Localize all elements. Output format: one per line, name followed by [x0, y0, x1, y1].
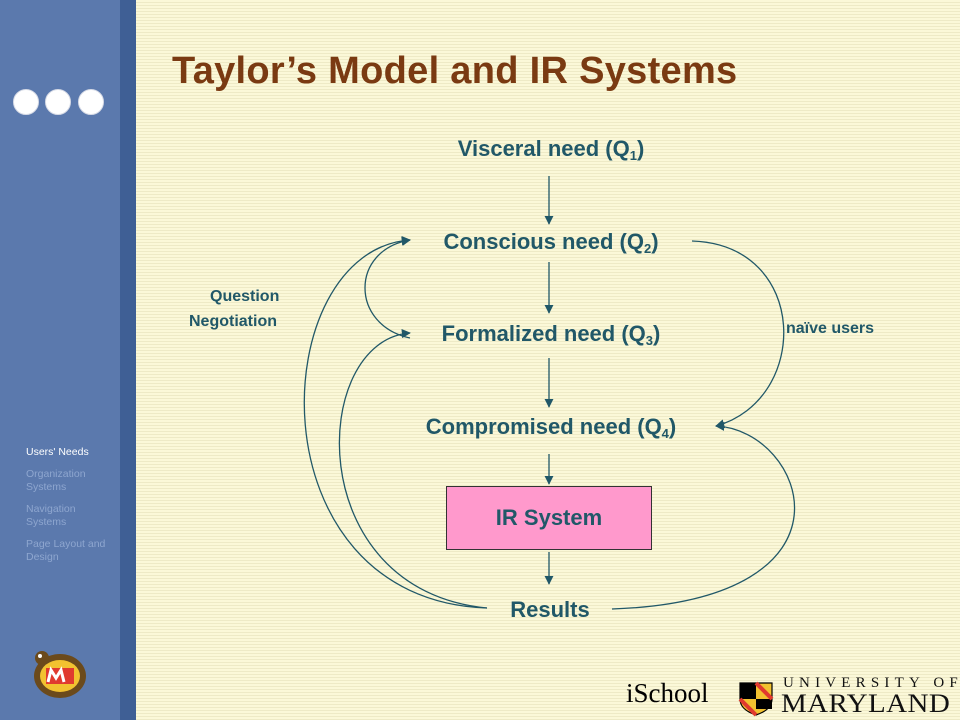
bullet-dot-1 — [13, 89, 39, 115]
label-naive-users: naïve users — [786, 320, 875, 337]
arrow-results-to-q4 — [611, 421, 796, 610]
nav-item-page-layout[interactable]: Page Layout and Design — [26, 538, 106, 563]
node-results: Results — [510, 597, 590, 622]
sidebar-edge — [120, 0, 136, 720]
maryland-flag-icon — [738, 681, 774, 717]
umd-university-of: UNIVERSITY OF — [783, 675, 960, 691]
node-conscious-need: Conscious need (Q2) — [443, 229, 659, 256]
node-compromised-need: Compromised need (Q4) — [425, 414, 677, 441]
arrow-results-to-q3 — [338, 329, 488, 609]
ischool-logo-text: iSchool — [626, 678, 709, 708]
bullet-dot-2 — [45, 89, 71, 115]
umd-maryland: MARYLAND — [781, 689, 951, 719]
node-formalized-need: Formalized need (Q3) — [441, 321, 661, 348]
bullet-dot-3 — [78, 89, 104, 115]
nav-item-users-needs[interactable]: Users' Needs — [26, 446, 89, 458]
arrow-results-to-q2 — [303, 236, 488, 609]
arrow-negotiation-loop — [364, 236, 411, 339]
label-negotiation: Negotiation — [189, 313, 277, 330]
page-title: Taylor’s Model and IR Systems — [172, 50, 738, 92]
sidebar — [0, 0, 120, 720]
nav-item-navigation-systems[interactable]: Navigation Systems — [26, 503, 76, 528]
sidebar-nav: Users' Needs Organization Systems Naviga… — [26, 446, 118, 573]
arrow-naive-users — [691, 240, 785, 429]
terrapin-mascot-icon — [34, 651, 86, 698]
ir-system-label: IR System — [495, 505, 603, 530]
ir-system-box: IR System — [446, 486, 652, 550]
label-question: Question — [210, 288, 280, 305]
nav-item-organization-systems[interactable]: Organization Systems — [26, 468, 86, 493]
node-visceral-need: Visceral need (Q1) — [457, 136, 645, 163]
